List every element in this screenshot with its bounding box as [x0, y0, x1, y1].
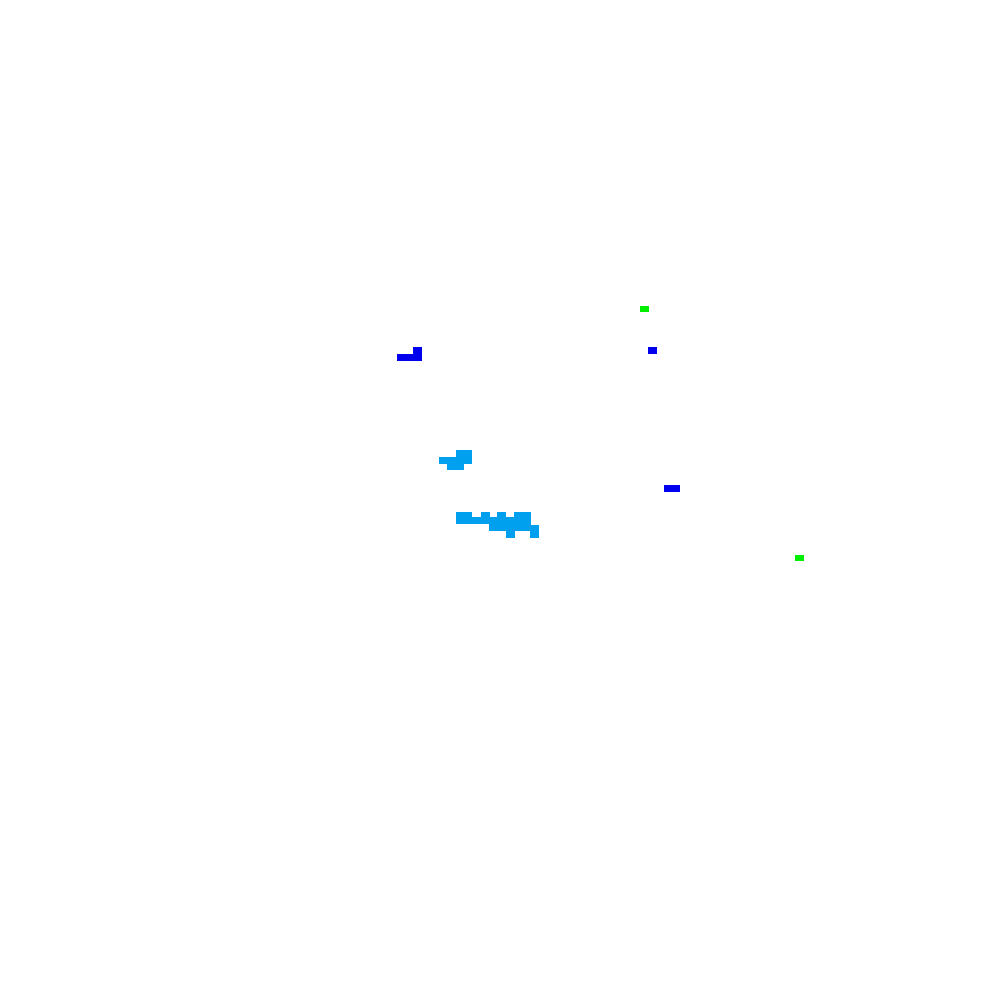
dark-blue-marker: [648, 347, 657, 354]
light-blue-cluster-cell: [506, 517, 515, 538]
dark-blue-marker-cell: [648, 347, 657, 354]
green-marker-cell: [640, 306, 649, 312]
light-blue-cluster-cell: [497, 512, 506, 519]
light-blue-cluster-cell: [481, 512, 490, 519]
dark-blue-marker-cell: [664, 485, 680, 492]
dark-blue-marker-cell: [397, 354, 421, 361]
green-marker: [795, 555, 804, 561]
green-marker: [640, 306, 649, 312]
light-blue-cluster: [439, 450, 472, 470]
green-marker-cell: [795, 555, 804, 561]
dark-blue-marker: [664, 485, 680, 492]
light-blue-cluster: [456, 512, 539, 538]
light-blue-cluster-cell: [530, 525, 539, 538]
dark-blue-marker: [397, 347, 422, 361]
light-blue-cluster-cell: [447, 457, 464, 470]
